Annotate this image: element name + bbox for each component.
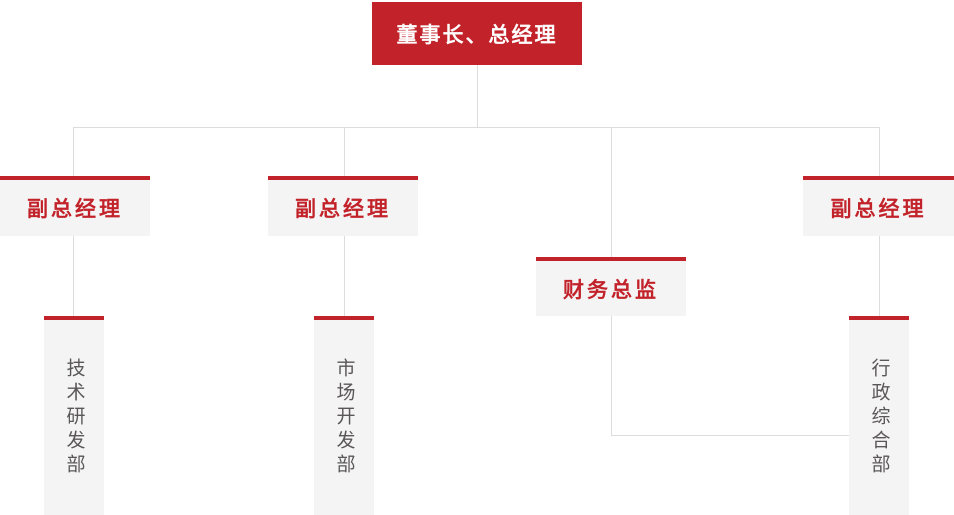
node-label: 财务总监 — [563, 278, 659, 302]
node-label: 副总经理 — [27, 198, 123, 221]
node-deputy-gm-1: 副总经理 — [0, 176, 150, 236]
node-label: 董事长、总经理 — [396, 23, 558, 47]
connector-manager-4-to-dept-admin — [879, 236, 880, 316]
node-label: 副总经理 — [830, 198, 927, 221]
connector-manager-1-to-dept-tech — [73, 236, 74, 316]
connector-drop-manager-2 — [344, 127, 345, 176]
node-label: 技术研发部 — [63, 357, 85, 478]
node-label: 副总经理 — [295, 198, 391, 221]
connector-finance-elbow-vertical — [611, 316, 612, 436]
node-dept-tech-rd: 技术研发部 — [44, 316, 104, 515]
connector-drop-manager-3 — [611, 127, 612, 257]
node-label: 市场开发部 — [333, 357, 355, 478]
node-chairman-general-manager: 董事长、总经理 — [372, 2, 582, 65]
connector-drop-manager-4 — [879, 127, 880, 176]
connector-root-drop — [477, 65, 478, 127]
node-dept-admin-general: 行政综合部 — [849, 316, 909, 515]
connector-manager-2-to-dept-market — [344, 236, 345, 316]
connector-main-horizontal — [73, 127, 880, 128]
node-finance-director: 财务总监 — [536, 257, 686, 316]
node-label: 行政综合部 — [868, 357, 890, 478]
node-deputy-gm-2: 副总经理 — [268, 176, 418, 236]
node-dept-market-dev: 市场开发部 — [314, 316, 374, 515]
connector-drop-manager-1 — [73, 127, 74, 176]
connector-finance-elbow-horizontal — [611, 435, 849, 436]
node-deputy-gm-3: 副总经理 — [803, 176, 954, 236]
